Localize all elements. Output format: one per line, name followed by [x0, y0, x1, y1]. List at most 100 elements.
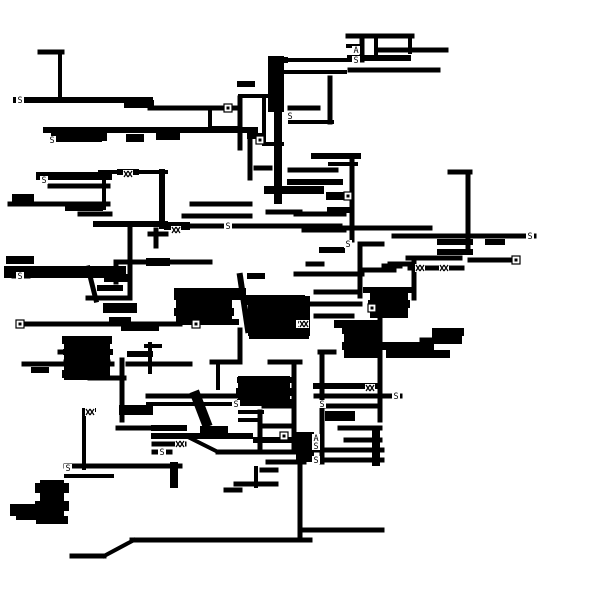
wall-block: [268, 56, 284, 112]
tile-marker-s: S: [312, 442, 320, 452]
tile-marker-s: S: [526, 232, 534, 242]
tile-marker-bg: [286, 112, 294, 120]
box-marker-icon: [255, 135, 265, 145]
cross-strokes: [439, 264, 449, 272]
wall-block: [248, 296, 310, 336]
solid-blocks-layer: [16, 56, 462, 524]
cross-strokes: [175, 440, 185, 448]
tile-marker-s: S: [232, 400, 240, 410]
box-marker-icon: [279, 431, 289, 441]
tile-marker-bg: [48, 136, 56, 144]
tile-marker-label: S: [313, 456, 318, 466]
tile-marker-s: S: [48, 136, 56, 146]
box-marker-icon: [343, 191, 353, 201]
box-marker-icon: [511, 255, 521, 265]
tile-marker-label: S: [17, 96, 22, 106]
box-marker-icon: [223, 103, 233, 113]
cross-marker-icon: [415, 264, 425, 272]
tile-marker-label: S: [17, 272, 22, 282]
box-inner: [346, 194, 350, 198]
tile-marker-label: S: [159, 448, 164, 458]
cross-marker-icon: [175, 440, 185, 448]
tile-marker-s: S: [64, 464, 72, 474]
box-inner: [282, 434, 286, 438]
cross-bg: [85, 408, 95, 416]
tile-marker-label: S: [319, 400, 324, 410]
wall-block: [64, 336, 110, 380]
tile-marker-label: S: [233, 400, 238, 410]
wall-block: [176, 288, 232, 324]
tile-marker-s: S: [392, 392, 400, 402]
markers-layer: ASSSSSSSSSSSASSSSSS: [15, 46, 534, 474]
tile-marker-label: S: [287, 112, 292, 122]
tile-marker-s: S: [158, 448, 166, 458]
tile-marker-bg: [344, 240, 352, 248]
tile-marker-bg: [40, 176, 48, 184]
tile-marker-bg: [526, 232, 534, 240]
box-inner: [194, 322, 198, 326]
tile-marker-s: S: [286, 112, 294, 122]
tile-marker-bg: [224, 222, 232, 230]
tile-marker-bg: [64, 464, 72, 472]
tile-marker-label: S: [65, 464, 70, 474]
wall-block: [296, 432, 314, 462]
cross-bg: [299, 320, 309, 328]
tile-marker-bg: [312, 442, 320, 450]
tile-marker-bg: [16, 96, 24, 104]
wall-block: [16, 504, 40, 520]
tile-marker-bg: [352, 46, 360, 54]
box-inner: [18, 322, 22, 326]
box-inner: [370, 306, 374, 310]
wall-segment: [183, 433, 221, 455]
box-inner: [258, 138, 262, 142]
tile-marker-s: S: [16, 96, 24, 106]
box-inner: [226, 106, 230, 110]
wall-segment: [84, 264, 100, 304]
tile-marker-bg: [16, 272, 24, 280]
tile-marker-s: S: [224, 222, 232, 232]
tile-marker-label: S: [345, 240, 350, 250]
tile-marker-label: S: [393, 392, 398, 402]
tile-marker-label: S: [225, 222, 230, 232]
cross-marker-icon: [123, 170, 133, 178]
tile-marker-s: S: [40, 176, 48, 186]
cross-strokes: [85, 408, 95, 416]
tile-marker-s: S: [344, 240, 352, 250]
cross-marker-icon: [171, 226, 181, 234]
tile-marker-label: S: [313, 442, 318, 452]
wall-block: [432, 328, 462, 344]
cross-bg: [123, 170, 133, 178]
tile-marker-label: S: [353, 56, 358, 66]
cross-marker-icon: [85, 408, 95, 416]
tile-marker-a: A: [312, 434, 320, 444]
cross-bg: [439, 264, 449, 272]
wall-segment: [189, 389, 213, 429]
tile-marker-bg: [232, 400, 240, 408]
cross-strokes: [365, 384, 375, 392]
box-marker-icon: [367, 303, 377, 313]
cross-bg: [415, 264, 425, 272]
tile-marker-s: S: [352, 56, 360, 66]
wall-block: [56, 128, 102, 142]
box-marker-icon: [191, 319, 201, 329]
tile-marker-bg: [318, 400, 326, 408]
cross-strokes: [171, 226, 181, 234]
cross-bg: [365, 384, 375, 392]
tile-marker-bg: [352, 56, 360, 64]
box-inner: [514, 258, 518, 262]
tile-marker-label: S: [41, 176, 46, 186]
tile-marker-label: A: [313, 434, 318, 444]
tile-marker-s: S: [16, 272, 24, 282]
tile-marker-s: S: [318, 400, 326, 410]
tile-marker-s: S: [312, 456, 320, 466]
tile-marker-bg: [312, 456, 320, 464]
cross-bg: [171, 226, 181, 234]
tile-marker-bg: [392, 392, 400, 400]
wall-block: [344, 320, 380, 358]
tile-marker-bg: [312, 434, 320, 442]
tile-marker-label: S: [527, 232, 532, 242]
cross-strokes: [123, 170, 133, 178]
wall-block: [238, 376, 290, 406]
